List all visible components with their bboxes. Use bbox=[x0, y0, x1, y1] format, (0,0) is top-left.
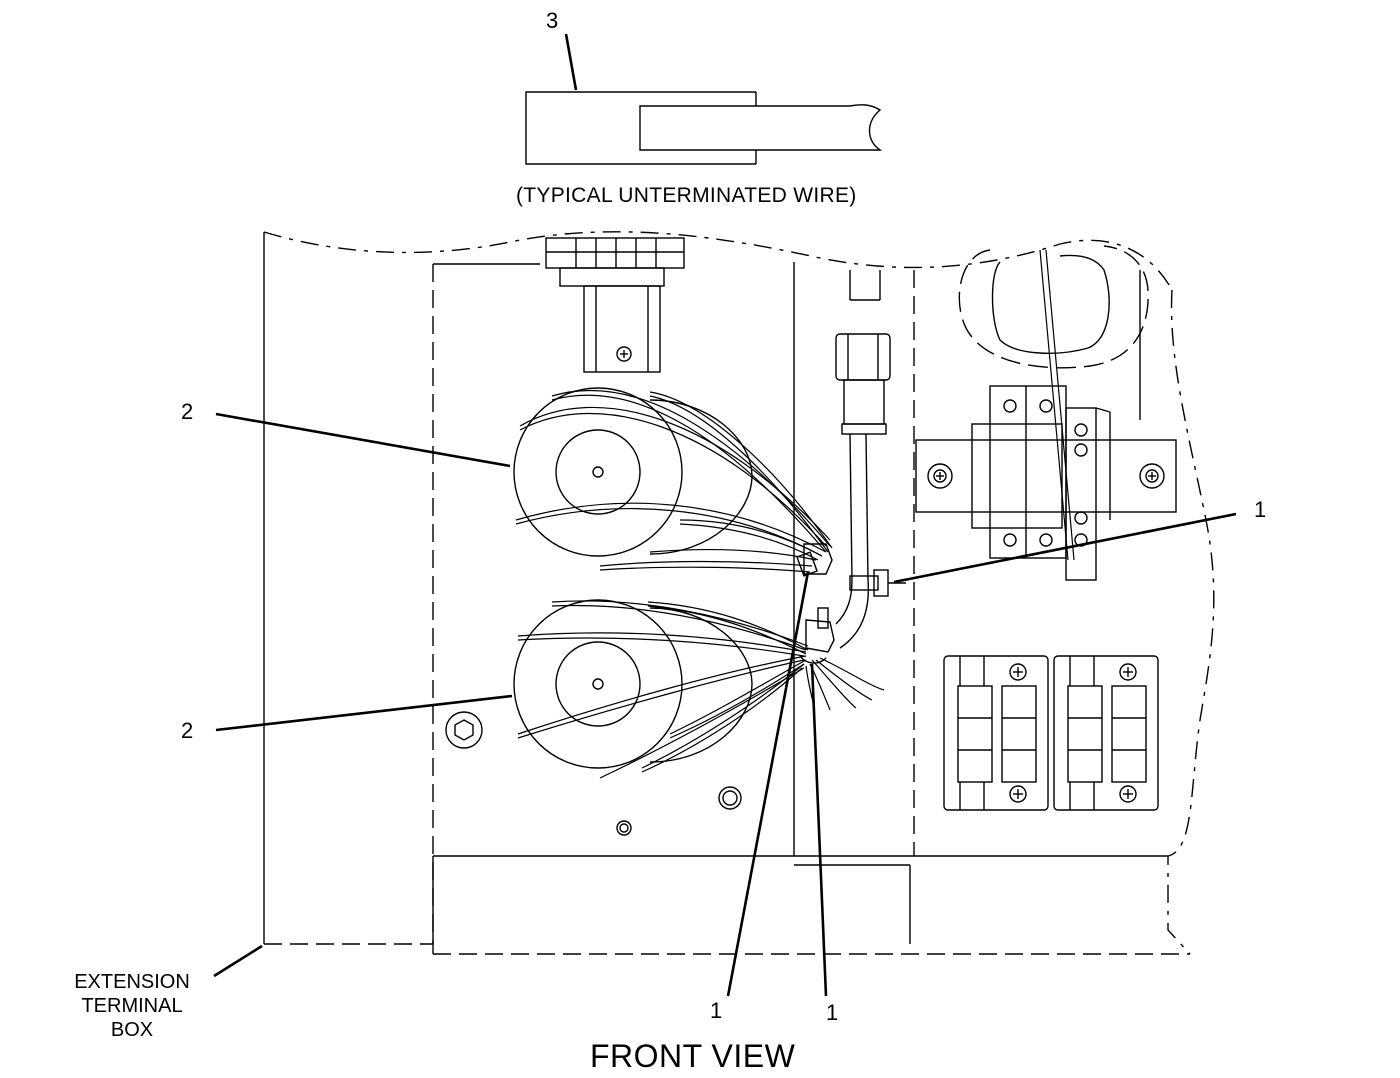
leader-line-1-bottom-left bbox=[726, 571, 810, 997]
callout-1-right: 1 bbox=[1254, 497, 1267, 522]
terminal-box-label-line2: TERMINAL bbox=[81, 995, 183, 1017]
callout-1-bottom-left: 1 bbox=[710, 998, 723, 1023]
terminal-box-label-line1: EXTENSION bbox=[74, 971, 190, 993]
callout-2-lower: 2 bbox=[181, 718, 194, 743]
right-transformer bbox=[893, 245, 1237, 584]
fuse-blocks bbox=[943, 655, 1159, 811]
unterminated-wire-detail bbox=[525, 33, 883, 165]
leader-line-2-lower bbox=[215, 694, 513, 732]
callout-3: 3 bbox=[546, 8, 559, 33]
terminal-box-label-line3: BOX bbox=[110, 1019, 154, 1041]
bottom-leaders bbox=[213, 571, 828, 997]
view-title: FRONT VIEW bbox=[590, 1038, 796, 1074]
top-terminal-block bbox=[545, 237, 685, 373]
leader-line-1-right bbox=[893, 512, 1237, 584]
panel-fasteners bbox=[445, 711, 742, 836]
leader-line-1-bottom-right bbox=[810, 663, 828, 997]
terminal-box-label: EXTENSION TERMINAL BOX bbox=[62, 970, 202, 1042]
callout-1-bottom-right: 1 bbox=[826, 1000, 839, 1025]
leader-line-2-upper bbox=[215, 412, 511, 468]
lower-coil bbox=[215, 599, 885, 779]
leader-line-terminal-box bbox=[213, 944, 263, 978]
connector-harness bbox=[796, 333, 906, 664]
detail-caption: (TYPICAL UNTERMINATED WIRE) bbox=[516, 184, 857, 207]
extension-terminal-box bbox=[263, 231, 1215, 955]
upper-coil bbox=[215, 387, 833, 573]
leader-line-3 bbox=[564, 33, 578, 91]
callout-2-upper: 2 bbox=[181, 399, 194, 424]
